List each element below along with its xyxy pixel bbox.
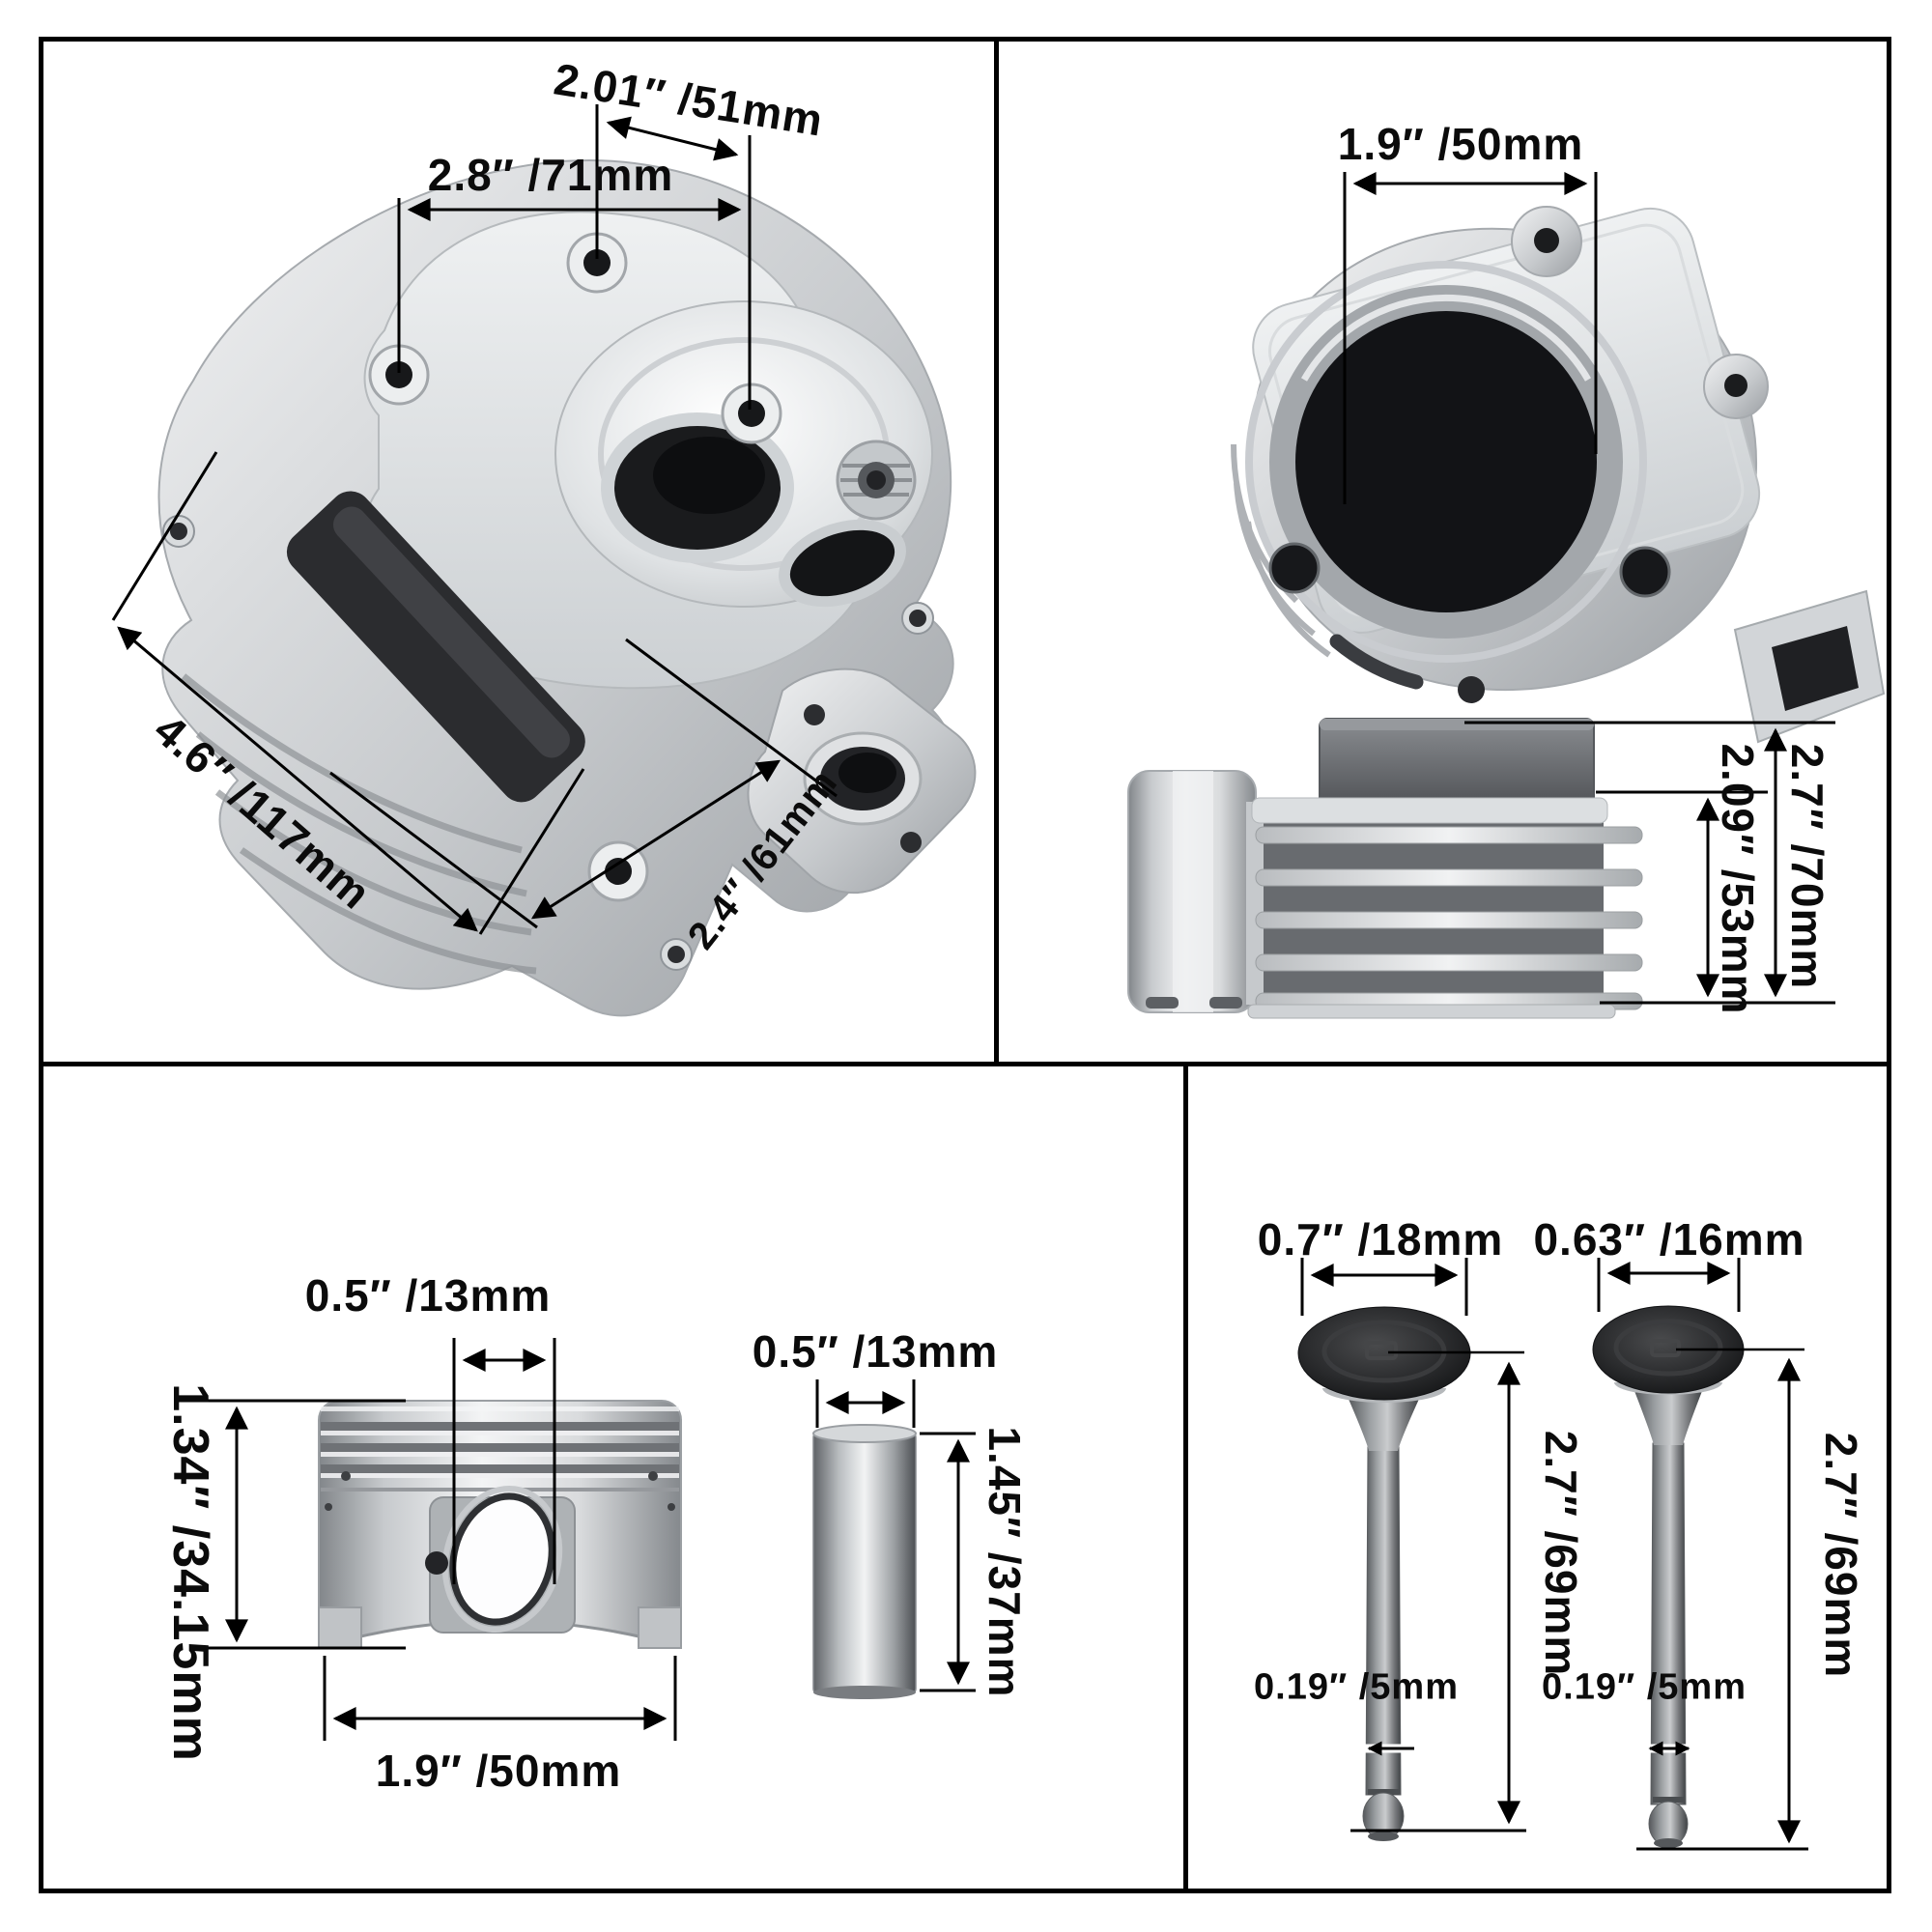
dim-cylinder-total-height-70mm: 2.7″ /70mm: [1782, 743, 1833, 990]
valve-right-photo: [1592, 1305, 1745, 1848]
outer-border: [39, 37, 1891, 1893]
dim-pin-length-37mm: 1.45″ /37mm: [980, 1426, 1030, 1698]
dim-head-bolt-span-71mm: 2.8″ /71mm: [427, 150, 674, 200]
cylinder-bolt-hole: [1619, 546, 1671, 598]
valve-neck: [1348, 1397, 1420, 1451]
bottom-vertical-divider: [1183, 1062, 1188, 1893]
dim-valve-right-head-16mm: 0.63″ /16mm: [1533, 1214, 1805, 1264]
dim-piston-diameter-50mm: 1.9″ /50mm: [375, 1746, 622, 1796]
cylinder-top-view-photo: [1231, 206, 1886, 744]
dim-valve-left-length-69mm: 2.7″ /69mm: [1536, 1430, 1586, 1677]
valve-left-photo: [1297, 1306, 1471, 1841]
cylinder-bolt-hole: [1268, 542, 1321, 594]
dim-valve-right-stem-5mm: 0.19″ /5mm: [1542, 1666, 1747, 1708]
dim-pin-diameter-13mm: 0.5″ /13mm: [752, 1326, 999, 1377]
ext-line: [111, 451, 218, 621]
cylinder-dimension-lines: [1343, 172, 1835, 1005]
dim-valve-left-stem-5mm: 0.19″ /5mm: [1254, 1666, 1459, 1708]
valve-stem: [1365, 1446, 1402, 1796]
dim-valve-right-length-69mm: 2.7″ /69mm: [1816, 1432, 1866, 1679]
dim-piston-height-34mm: 1.34″ /34.15mm: [162, 1383, 218, 1762]
side-deck: [1251, 797, 1608, 824]
intake-valve-pocket: [601, 412, 794, 563]
piston-photo: [318, 1400, 682, 1658]
valve-dimension-lines: [1300, 1258, 1808, 1851]
piston-foot: [318, 1606, 362, 1649]
cylinder-side-view-photo: [1127, 718, 1643, 1019]
intake-stub: [1733, 589, 1886, 744]
circlip-notch: [425, 1551, 448, 1575]
pin-body: [812, 1431, 917, 1695]
dim-valve-left-head-18mm: 0.7″ /18mm: [1257, 1214, 1504, 1264]
top-vertical-divider: [994, 37, 999, 1066]
piston-dimension-lines: [198, 1338, 976, 1741]
cylinder-head-dimension-lines: [111, 104, 838, 935]
ext-line: [625, 638, 838, 798]
dim-cylinder-bore-50mm: 1.9″ /50mm: [1337, 119, 1584, 169]
piston-pin-photo: [812, 1424, 917, 1699]
dim-cylinder-fin-height-53mm: 2.09″ /53mm: [1713, 743, 1763, 1015]
exhaust-valve-pocket: [779, 519, 906, 608]
side-base: [1247, 1004, 1616, 1019]
valve-neck: [1634, 1391, 1702, 1445]
dim-line: [530, 759, 781, 920]
piston-foot: [638, 1606, 682, 1649]
horizontal-divider: [39, 1062, 1891, 1066]
ext-line: [329, 771, 538, 929]
cylinder-bore: [1295, 311, 1597, 612]
piston-pin-hole: [441, 1485, 563, 1634]
dim-line: [117, 626, 478, 932]
cylinder-head-photo: [157, 158, 977, 1017]
spark-plug-hole: [836, 440, 917, 521]
dim-piston-pin-bore-13mm: 0.5″ /13mm: [304, 1270, 552, 1321]
dim-line: [606, 116, 739, 161]
cam-chain-slot: [1329, 634, 1424, 690]
bore-seat-ring: [1245, 261, 1647, 663]
exhaust-flange: [747, 668, 977, 895]
